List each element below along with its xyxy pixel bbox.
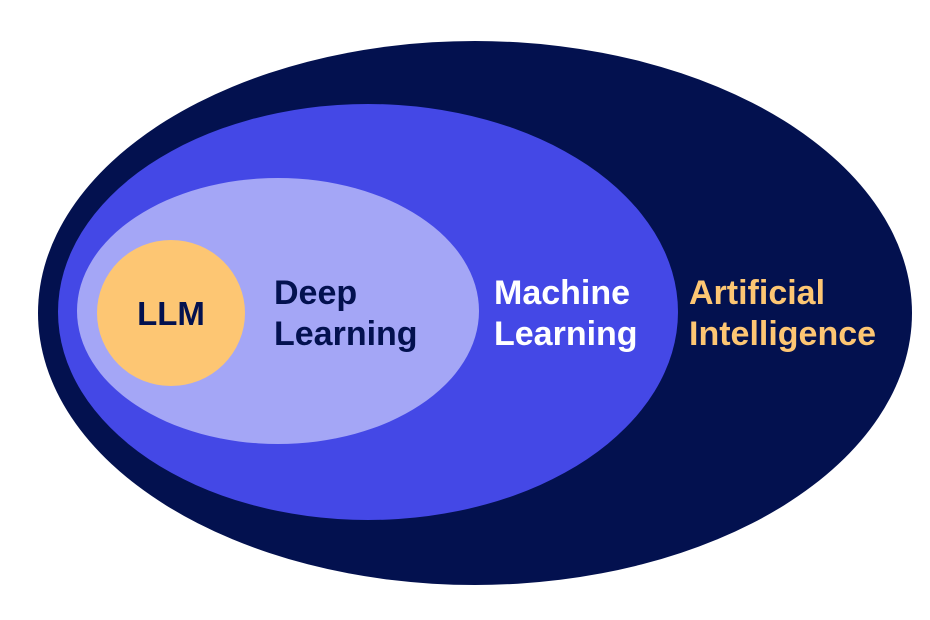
artificial-intelligence-label-line2: Intelligence xyxy=(689,315,876,353)
deep-learning-label-line2: Learning xyxy=(274,315,418,353)
deep-learning-label-line1: Deep xyxy=(274,274,357,312)
artificial-intelligence-label-line1: Artificial xyxy=(689,274,825,312)
llm-label: LLM xyxy=(137,295,205,332)
machine-learning-label-line1: Machine xyxy=(494,274,630,312)
machine-learning-label-line2: Learning xyxy=(494,315,638,353)
llm-circle xyxy=(97,240,245,386)
